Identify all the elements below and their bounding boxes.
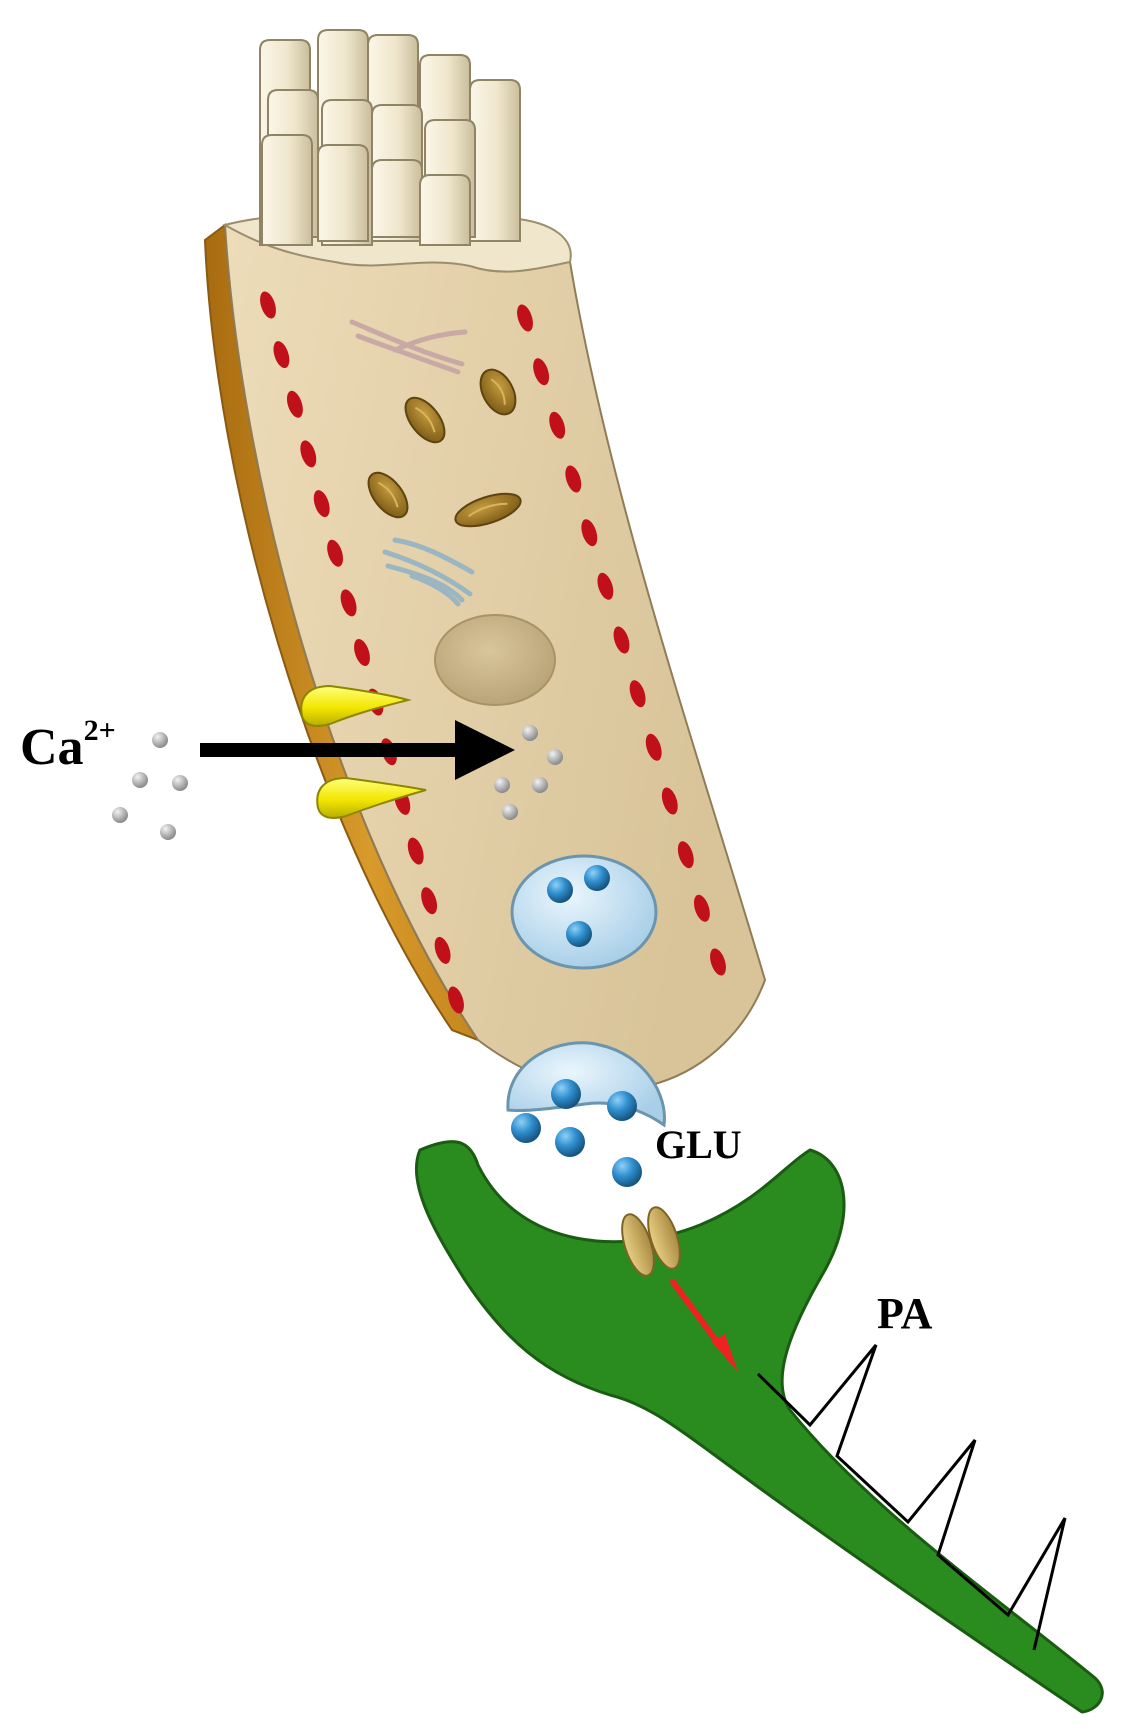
membrane-dot — [434, 936, 451, 964]
membrane-dot — [300, 440, 317, 468]
calcium-ion — [160, 824, 176, 840]
membrane-dot — [273, 341, 290, 369]
calcium-ion — [522, 725, 538, 741]
membrane-dot — [677, 841, 694, 869]
calcium-channel-lower — [316, 776, 427, 819]
stereocilium — [261, 134, 313, 246]
membrane-dot — [260, 291, 276, 319]
mitochondrion — [367, 471, 409, 519]
membrane-dot — [517, 304, 533, 332]
calcium-ion — [532, 777, 548, 793]
glutamate-molecule — [555, 1127, 585, 1157]
membrane-dot — [613, 626, 630, 654]
mitochondrion — [404, 396, 446, 444]
mitochondrion — [454, 492, 522, 528]
calcium-ion — [152, 732, 168, 748]
stereocilium — [317, 144, 369, 242]
stereocilium — [469, 79, 521, 242]
calcium-ion — [502, 804, 518, 820]
mitochondria-group — [367, 368, 522, 528]
membrane-dot — [421, 887, 438, 915]
membrane-dot — [313, 490, 330, 518]
membrane-dot — [549, 411, 566, 439]
calcium-ion — [172, 775, 188, 791]
synaptic-vesicle — [510, 854, 658, 970]
action-potential-label: PA — [877, 1289, 933, 1338]
membrane-dot — [286, 390, 303, 418]
nucleus — [434, 614, 556, 706]
membrane-dot — [407, 837, 424, 865]
glutamate-molecule — [612, 1157, 642, 1187]
membrane-dot — [533, 358, 550, 386]
calcium-ions — [112, 725, 563, 840]
membrane-dot — [597, 572, 614, 600]
stereocilium — [419, 174, 471, 246]
membrane-dot — [581, 519, 598, 547]
calcium-ion — [112, 807, 128, 823]
released-glutamate — [511, 1079, 642, 1187]
glutamate-label: GLU — [655, 1122, 742, 1167]
calcium-ion — [132, 772, 148, 788]
membrane-dot — [354, 639, 370, 666]
golgi-lower — [382, 537, 475, 607]
membrane-dot — [645, 733, 662, 761]
calcium-influx-arrow — [200, 720, 515, 780]
mitochondrion — [479, 368, 517, 416]
glutamate-receptor — [621, 1206, 681, 1277]
calcium-charge: 2+ — [83, 714, 116, 747]
membrane-dot — [327, 539, 344, 567]
action-potential-trace — [756, 1344, 1067, 1651]
membrane-dot — [565, 465, 582, 493]
calcium-label: Ca2+ — [20, 714, 116, 776]
calcium-ion — [547, 749, 563, 765]
membrane-dot — [629, 680, 646, 708]
afferent-neuron — [414, 1140, 1104, 1714]
glutamate-molecule — [607, 1091, 637, 1121]
membrane-dot — [448, 986, 464, 1014]
membrane-dot — [710, 948, 726, 976]
glutamate-molecule — [551, 1079, 581, 1109]
golgi-upper — [349, 319, 468, 375]
calcium-channel-upper — [300, 684, 412, 727]
stereocilia-bundle — [259, 29, 521, 246]
glutamate-molecule — [511, 1113, 541, 1143]
membrane-dot — [693, 894, 710, 922]
calcium-ion — [494, 777, 510, 793]
stereocilium — [371, 159, 423, 238]
signal-arrow — [670, 1279, 738, 1372]
membrane-dot — [661, 787, 678, 815]
membrane-dot — [340, 589, 357, 617]
